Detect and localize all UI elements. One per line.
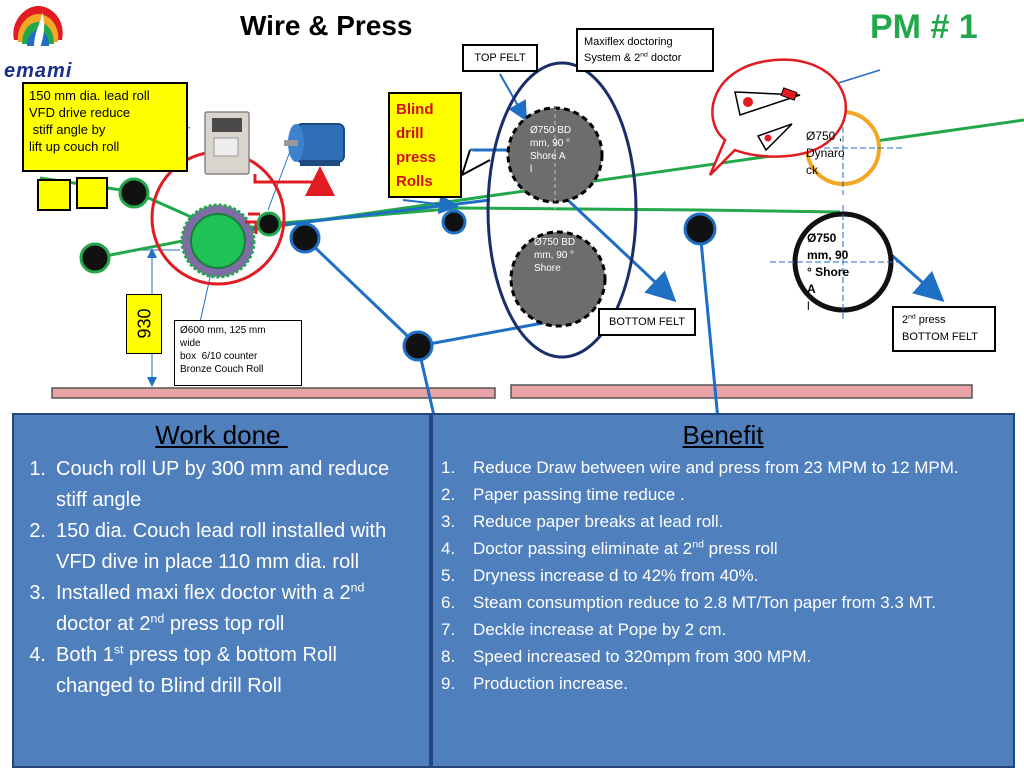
motor-icon	[284, 123, 345, 166]
dynaroll-spec: Ø750 , Dynaro ck	[806, 129, 845, 177]
list-item: 3. Reduce paper breaks at lead roll.	[433, 508, 1013, 535]
blind-drill-bottom-roll	[509, 230, 607, 328]
drive-arrow	[253, 166, 335, 196]
bottom-felt-label: BOTTOM FELT	[598, 308, 696, 336]
benefit-panel: Benefit 1. Reduce Draw between wire and p…	[431, 413, 1015, 768]
logo-text: emami	[4, 60, 73, 82]
list-item-number: 5.	[441, 566, 456, 585]
list-item-text: Paper passing time reduce .	[473, 485, 685, 504]
work-done-list: 1. Couch roll UP by 300 mm and reduce sti…	[14, 454, 429, 702]
list-item-number: 1.	[29, 458, 46, 480]
list-item-text: Steam consumption reduce to 2.8 MT/Ton p…	[473, 593, 936, 612]
list-item: 9. Production increase.	[433, 670, 1013, 697]
benefit-heading: Benefit	[682, 420, 764, 450]
list-item-number: 2.	[29, 520, 46, 542]
list-item: 6. Steam consumption reduce to 2.8 MT/Ton…	[433, 589, 1013, 616]
felt-rolls	[289, 209, 717, 362]
list-item-number: 1.	[441, 458, 456, 477]
list-item-text: Doctor passing eliminate at 2nd press ro…	[473, 538, 778, 558]
list-item-text: Couch roll UP by 300 mm and reduce stiff…	[56, 458, 390, 511]
list-item-number: 7.	[441, 620, 456, 639]
second-press-line1: 2nd press	[902, 313, 946, 326]
list-item-text: Reduce Draw between wire and press from …	[473, 458, 959, 477]
blind-drill-label: Blind drill press Rolls	[388, 92, 462, 198]
lead-roll-note: 150 mm dia. lead roll VFD drive reduce s…	[22, 82, 188, 172]
work-done-heading: Work done	[155, 420, 288, 450]
list-item: 5. Dryness increase d to 42% from 40%.	[433, 562, 1013, 589]
top-felt-label: TOP FELT	[462, 44, 538, 72]
list-item: 3. Installed maxi flex doctor with a 2nd …	[14, 578, 429, 640]
first-press-oval	[486, 61, 638, 359]
bottom-roll-spec: Ø750 BD mm, 90 ° Shore	[534, 237, 576, 274]
list-item: 7. Deckle increase at Pope by 2 cm.	[433, 616, 1013, 643]
benefit-list: 1. Reduce Draw between wire and press fro…	[433, 454, 1013, 697]
list-item: 4. Doctor passing eliminate at 2nd press …	[433, 535, 1013, 562]
list-item-text: Production increase.	[473, 674, 628, 693]
list-item-text: Deckle increase at Pope by 2 cm.	[473, 620, 727, 639]
doctor-callout-bubble	[708, 58, 848, 176]
floor-bar-right	[510, 384, 973, 399]
list-item-text: Both 1st press top & bottom Roll changed…	[56, 642, 337, 697]
wire-rolls	[79, 177, 282, 274]
maxiflex-line2: System & 2nd doctor	[584, 51, 682, 64]
top-roll-spec: Ø750 BD mm, 90 ° Shore A l	[530, 125, 572, 175]
list-item: 1. Couch roll UP by 300 mm and reduce sti…	[14, 454, 429, 516]
list-item-number: 2.	[441, 485, 456, 504]
couch-roll-label: Ø600 mm, 125 mm wide box 6/10 counter Br…	[174, 320, 302, 386]
work-done-panel: Work done 1. Couch roll UP by 300 mm and …	[12, 413, 431, 768]
list-item-text: Reduce paper breaks at lead roll.	[473, 512, 724, 531]
height-930-label: 930	[126, 294, 162, 354]
list-item-text: Installed maxi flex doctor with a 2nd do…	[56, 580, 365, 635]
maxiflex-line1: Maxiflex doctoring	[584, 36, 673, 48]
doctor-blade-icon	[734, 87, 801, 152]
list-item-number: 4.	[29, 644, 46, 666]
page-title: Wire & Press	[240, 10, 413, 41]
list-item: 8. Speed increased to 320mpm from 300 MPM…	[433, 643, 1013, 670]
list-item-number: 4.	[441, 539, 456, 558]
list-item: 2. Paper passing time reduce .	[433, 481, 1013, 508]
list-item-number: 3.	[29, 582, 46, 604]
list-item-text: Dryness increase d to 42% from 40%.	[473, 566, 759, 585]
list-item-number: 6.	[441, 593, 456, 612]
vfd-drive-icon	[204, 111, 250, 175]
second-press-bottom-roll-spec: Ø750 mm, 90 ° Shore A l	[807, 231, 850, 313]
floor-bar-left	[51, 387, 496, 399]
logo-flame-icon	[10, 4, 66, 60]
list-item-number: 8.	[441, 647, 456, 666]
list-item: 2. 150 dia. Couch lead roll installed wit…	[14, 516, 429, 578]
second-press-line2: BOTTOM FELT	[902, 331, 978, 343]
second-press-bottom-felt-label: 2nd press BOTTOM FELT	[892, 306, 996, 352]
small-yellow-square	[76, 177, 108, 209]
list-item: 1. Reduce Draw between wire and press fro…	[433, 454, 1013, 481]
list-item-text: Speed increased to 320mpm from 300 MPM.	[473, 647, 812, 666]
list-item-number: 3.	[441, 512, 456, 531]
list-item-text: 150 dia. Couch lead roll installed with …	[56, 520, 387, 573]
machine-label: PM # 1	[870, 8, 978, 46]
maxiflex-doctor-label: Maxiflex doctoring System & 2nd doctor	[576, 28, 714, 72]
small-yellow-square	[37, 179, 71, 211]
couch-roll	[180, 203, 260, 279]
list-item: 4. Both 1st press top & bottom Roll chang…	[14, 640, 429, 702]
list-item-number: 9.	[441, 674, 456, 693]
